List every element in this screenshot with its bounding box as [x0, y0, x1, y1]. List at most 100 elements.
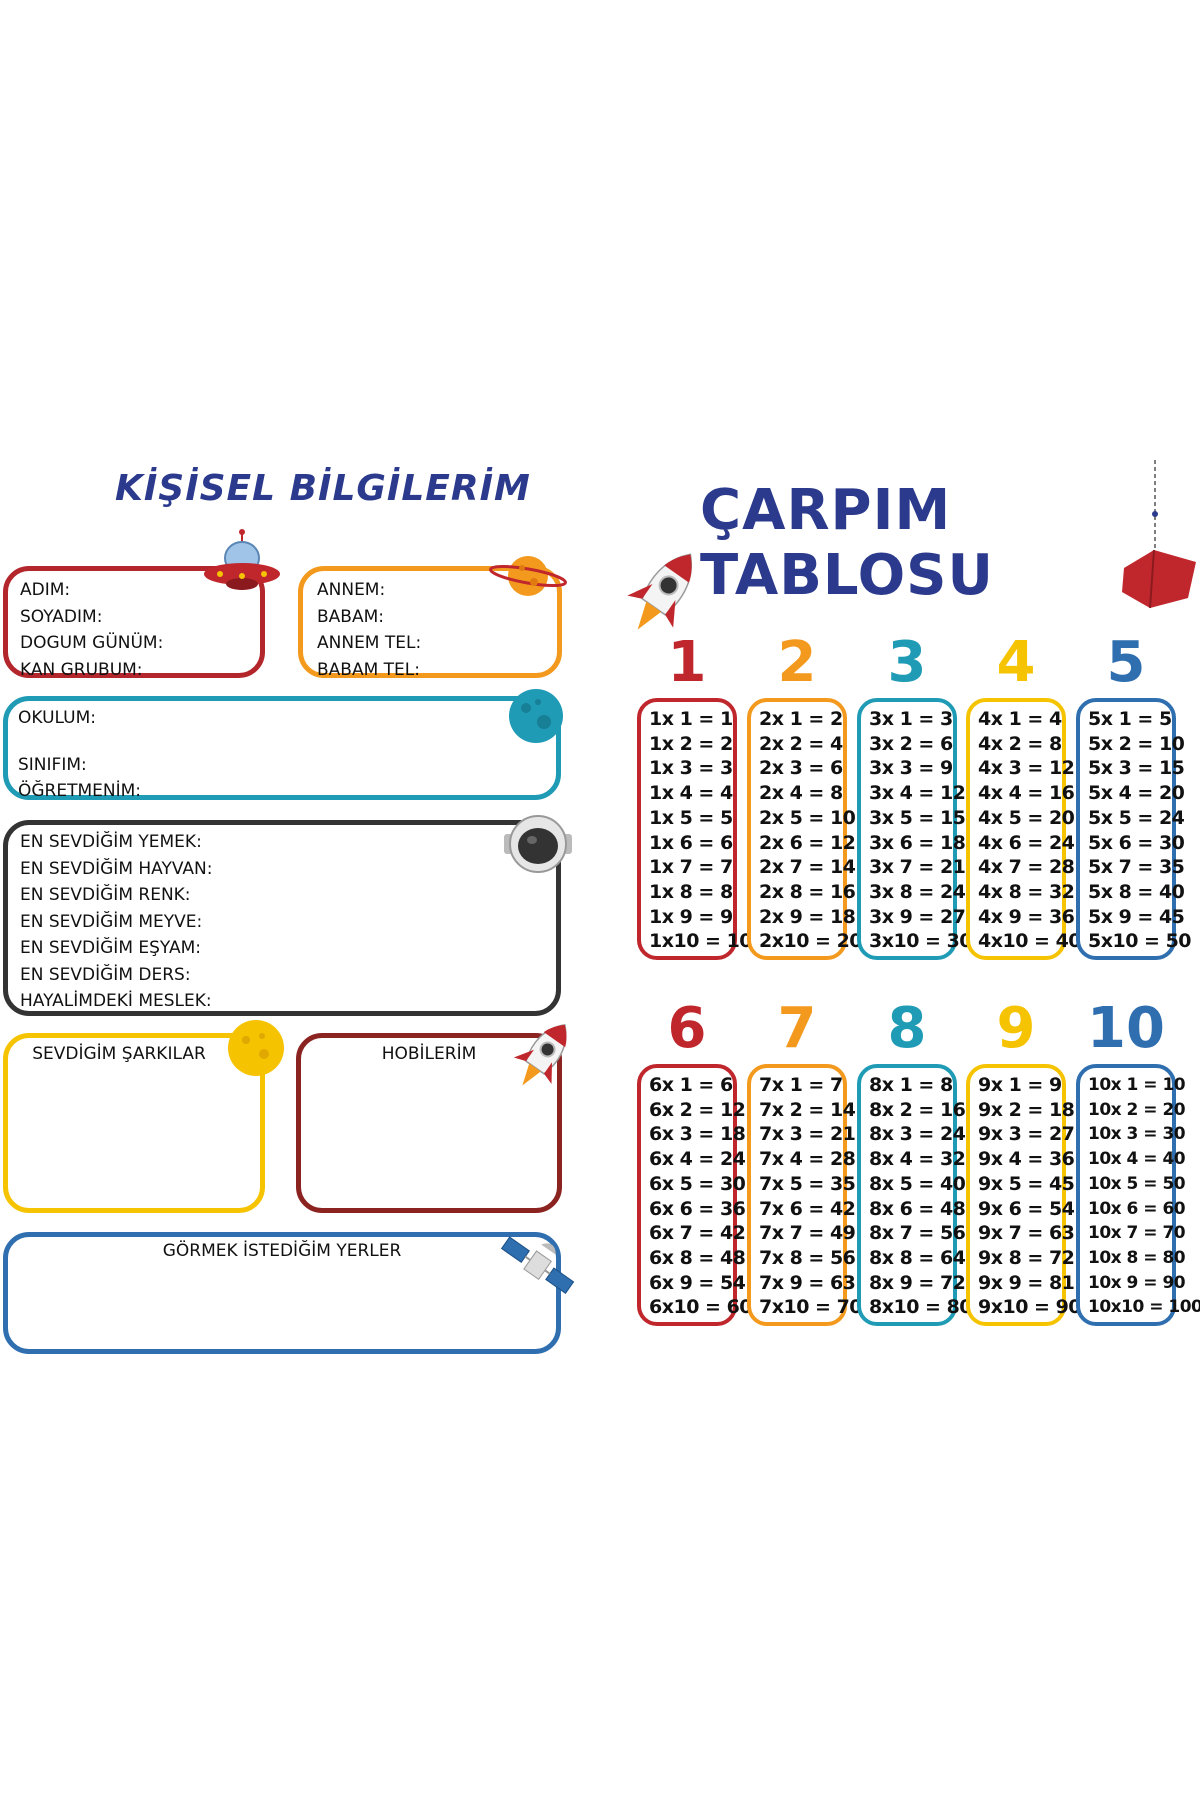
father-phone-label: BABAM TEL:: [317, 659, 420, 680]
table-row: 5x 8 = 40: [1088, 880, 1185, 903]
saturn-icon: [489, 556, 567, 596]
table-row: 10x 1 = 10: [1088, 1075, 1186, 1095]
table-row: 6x10 = 60: [649, 1296, 753, 1319]
table-row: 10x 5 = 50: [1088, 1173, 1186, 1194]
table-2-heading: 2: [777, 630, 817, 695]
table-row: 1x10 = 10: [649, 930, 753, 953]
table-row: 8x 5 = 40: [869, 1172, 966, 1195]
dream-job-label: HAYALİMDEKİ MESLEK:: [20, 991, 212, 1011]
table-row: 6x 5 = 30: [649, 1172, 746, 1195]
table-10-heading: 10: [1087, 996, 1165, 1061]
hobbies-box: HOBİLERİM: [296, 1033, 562, 1213]
table-row: 6x 8 = 48: [649, 1246, 746, 1269]
table-row: 1x 7 = 7: [649, 856, 733, 879]
table-row: 5x 5 = 24: [1088, 806, 1185, 829]
table-row: 10x10 = 100: [1088, 1297, 1200, 1318]
table-row: 2x 1 = 2: [759, 708, 843, 730]
ufo-icon: [204, 529, 280, 590]
table-row: 3x 3 = 9: [869, 757, 953, 780]
table-row: 2x10 = 20: [759, 930, 863, 953]
table-row: 6x 7 = 42: [649, 1222, 746, 1245]
rocket-icon: [513, 1024, 567, 1086]
class-label: SINIFIM:: [18, 754, 87, 775]
table-row: 10x 7 = 70: [1088, 1223, 1186, 1244]
table-row: 7x 2 = 14: [759, 1098, 856, 1121]
table-row: 8x 8 = 64: [869, 1246, 966, 1269]
teacher-label: ÖĞRETMENİM:: [18, 781, 142, 801]
table-row: 8x 9 = 72: [869, 1271, 966, 1294]
table-row: 3x 8 = 24: [869, 880, 966, 903]
table-row: 2x 5 = 10: [759, 806, 856, 829]
table-row: 4x 1 = 4: [978, 708, 1062, 730]
table-row: 2x 3 = 6: [759, 757, 843, 780]
table-row: 7x 6 = 42: [759, 1197, 856, 1220]
table-row: 9x 8 = 72: [978, 1246, 1075, 1269]
table-row: 3x 9 = 27: [869, 905, 966, 928]
personal-info-title: KİŞİSEL BİLGİLERİM: [115, 468, 531, 509]
table-row: 10x 9 = 90: [1088, 1272, 1186, 1293]
personal-box: ADIM: SOYADIM: DOGUM GÜNÜM: KAN GRUBUM:: [3, 566, 265, 680]
table-row: 5x10 = 50: [1088, 930, 1192, 953]
table-row: 1x 5 = 5: [649, 806, 733, 829]
table-row: 6x 1 = 6: [649, 1074, 733, 1096]
table-row: 9x10 = 90: [978, 1296, 1082, 1319]
favorite-animal-label: EN SEVDİĞİM HAYVAN:: [20, 858, 213, 879]
table-row: 1x 1 = 1: [649, 708, 733, 730]
table-7-heading: 7: [777, 996, 817, 1061]
table-row: 5x 3 = 15: [1088, 757, 1185, 780]
table-5-heading: 5: [1106, 630, 1146, 695]
table-row: 7x 1 = 7: [759, 1074, 843, 1096]
table-row: 1x 8 = 8: [649, 880, 733, 903]
table-row: 1x 9 = 9: [649, 905, 733, 928]
table-3-heading: 3: [887, 630, 927, 695]
table-row: 4x 5 = 20: [978, 806, 1075, 829]
table-row: 6x 6 = 36: [649, 1197, 746, 1220]
places-box: GÖRMEK İSTEDİĞİM YERLER: [3, 1232, 561, 1354]
table-row: 8x 6 = 48: [869, 1197, 966, 1220]
table-row: 8x 3 = 24: [869, 1123, 966, 1146]
table-row: 3x 4 = 12: [869, 782, 966, 805]
table-row: 5x 6 = 30: [1088, 831, 1185, 854]
table-1-heading: 1: [667, 630, 707, 695]
table-row: 4x 3 = 12: [978, 757, 1075, 780]
table-row: 4x 2 = 8: [978, 732, 1062, 755]
mother-phone-label: ANNEM TEL:: [317, 633, 422, 653]
school-box: OKULUM: SINIFIM: ÖĞRETMENİM:: [3, 696, 561, 801]
table-row: 3x 5 = 15: [869, 806, 966, 829]
table-row: 4x10 = 40: [978, 930, 1082, 953]
table-row: 4x 6 = 24: [978, 831, 1075, 854]
table-row: 2x 9 = 18: [759, 905, 856, 928]
table-row: 2x 4 = 8: [759, 782, 843, 805]
table-row: 1x 6 = 6: [649, 831, 733, 854]
astronaut-helmet-icon: [504, 815, 572, 873]
table-6-heading: 6: [667, 996, 707, 1061]
favorite-item-label: EN SEVDİĞİM EŞYAM:: [20, 938, 202, 958]
table-row: 5x 7 = 35: [1088, 856, 1185, 879]
table-row: 10x 2 = 20: [1088, 1099, 1186, 1120]
rocket-icon: [627, 553, 693, 630]
name-label: ADIM:: [20, 580, 71, 600]
table-row: 9x 2 = 18: [978, 1098, 1075, 1121]
table-row: 2x 2 = 4: [759, 732, 843, 755]
table-row: 9x 7 = 63: [978, 1222, 1075, 1245]
table-row: 5x 2 = 10: [1088, 732, 1185, 755]
table-row: 3x 1 = 3: [869, 708, 953, 730]
satellite-icon: [500, 1236, 575, 1294]
table-row: 4x 7 = 28: [978, 856, 1075, 879]
table-row: 9x 3 = 27: [978, 1123, 1075, 1146]
multiplication-table-title: ÇARPIM TABLOSU: [700, 478, 994, 608]
father-label: BABAM:: [317, 606, 384, 627]
table-row: 10x 3 = 30: [1088, 1124, 1186, 1145]
table-row: 8x 4 = 32: [869, 1148, 966, 1171]
table-8-heading: 8: [887, 996, 927, 1061]
table-row: 10x 4 = 40: [1088, 1149, 1186, 1170]
table-row: 7x 8 = 56: [759, 1246, 856, 1269]
favorites-box: EN SEVDİĞİM YEMEK: EN SEVDİĞİM HAYVAN: E…: [3, 820, 561, 1016]
